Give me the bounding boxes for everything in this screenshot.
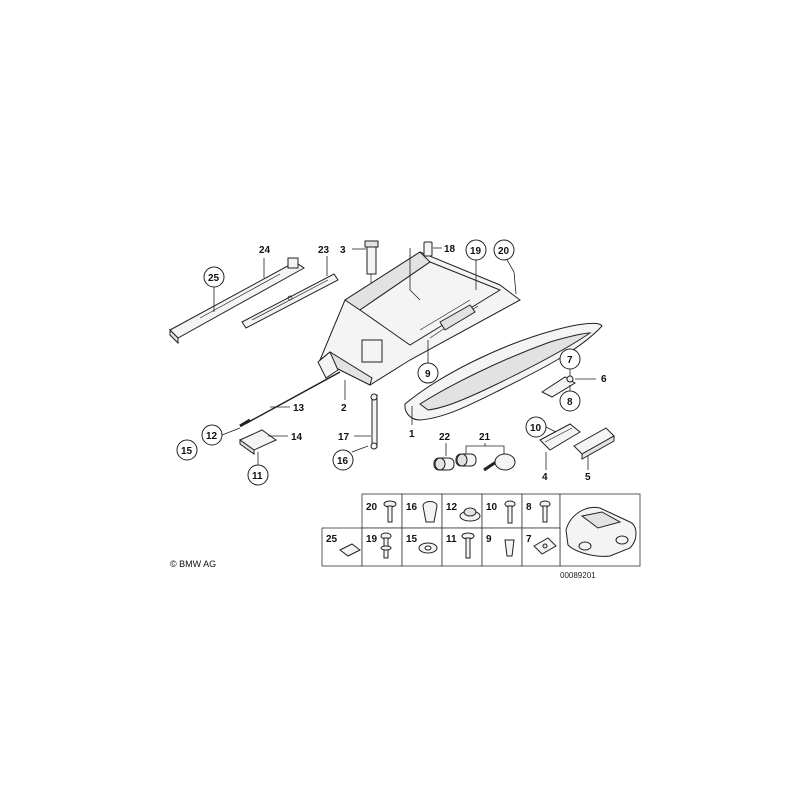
- callout-15: 15: [181, 446, 193, 457]
- callout-23: 23: [318, 245, 330, 256]
- callout-3: 3: [340, 245, 346, 256]
- drawing-number: 00089201: [560, 571, 596, 580]
- part-strip-23: [241, 273, 339, 329]
- callout-7: 7: [567, 355, 573, 366]
- callout-circle-15: [176, 439, 198, 461]
- part-strut-17: [370, 393, 378, 450]
- grommet-12: [459, 507, 481, 522]
- callout-16: 16: [337, 456, 349, 467]
- callout-24: 24: [259, 245, 271, 256]
- car-thumbnail-icon: [565, 506, 637, 557]
- screw-10: [504, 500, 516, 524]
- leader-21: [465, 445, 505, 454]
- callout-circle-25: [203, 266, 225, 288]
- part-lock-4: [539, 423, 581, 451]
- clip-nut-7: [533, 537, 557, 555]
- part-lock-cylinder-21: [455, 453, 477, 467]
- callout-circle-8: [559, 390, 581, 412]
- leader-16: [351, 445, 369, 453]
- callout-19: 19: [470, 246, 482, 257]
- callout-22: 22: [439, 432, 451, 443]
- callout-circle-20: [493, 239, 515, 261]
- callout-14: 14: [291, 432, 303, 443]
- callout-circle-7: [559, 348, 581, 370]
- bumper-9: [504, 539, 515, 557]
- callout-4: 4: [542, 472, 548, 483]
- callout-6: 6: [601, 374, 607, 385]
- callout-1: 1: [409, 429, 415, 440]
- callout-18: 18: [444, 244, 456, 255]
- hw-label-25: 25: [326, 534, 338, 545]
- part-clip-14: [239, 429, 277, 455]
- callout-circle-16: [332, 449, 354, 471]
- hw-label-8: 8: [526, 502, 532, 513]
- hw-label-19: 19: [366, 534, 378, 545]
- washer-15: [418, 542, 438, 554]
- copyright: © BMW AG: [170, 559, 216, 569]
- screw-8: [539, 500, 551, 523]
- callout-12: 12: [206, 431, 218, 442]
- part-strip-24: [169, 257, 305, 345]
- callout-25: 25: [208, 273, 220, 284]
- part-lock-cylinder-22: [433, 457, 455, 471]
- clip-25: [339, 543, 361, 557]
- callout-circle-11: [247, 464, 269, 486]
- part-latch-6: [540, 375, 576, 398]
- screw-20: [383, 500, 397, 523]
- hw-cell-11: [441, 527, 483, 567]
- hw-label-16: 16: [406, 502, 418, 513]
- part-clip-18: [423, 241, 433, 257]
- callout-11: 11: [252, 471, 263, 482]
- hw-label-20: 20: [366, 502, 378, 513]
- callout-5: 5: [585, 472, 591, 483]
- hardware-table: 20 16 12 10 8 25 19 15 11 9 7: [321, 493, 641, 567]
- part-rod-13: [239, 371, 341, 428]
- part-key-21: [483, 453, 516, 472]
- callout-20: 20: [498, 246, 510, 257]
- callout-circle-19: [465, 239, 487, 261]
- screw-11: [461, 532, 475, 559]
- leader-12: [221, 427, 241, 436]
- callout-circle-9: [417, 362, 439, 384]
- hw-label-9: 9: [486, 534, 492, 545]
- hw-label-12: 12: [446, 502, 458, 513]
- part-glovebox-lid-1: [404, 322, 603, 421]
- callout-9: 9: [425, 369, 431, 380]
- callout-2: 2: [341, 403, 347, 414]
- hw-cell-10: [481, 493, 523, 529]
- clip-16: [422, 501, 438, 523]
- hw-label-7: 7: [526, 534, 532, 545]
- hw-label-15: 15: [406, 534, 418, 545]
- leader-10: [545, 426, 557, 433]
- hw-cell-20: [361, 493, 403, 529]
- callout-17: 17: [338, 432, 350, 443]
- callout-8: 8: [567, 397, 573, 408]
- part-lock-5: [573, 427, 615, 460]
- callout-21: 21: [479, 432, 491, 443]
- hw-label-11: 11: [446, 534, 457, 545]
- callout-13: 13: [293, 403, 305, 414]
- leader-20: [505, 257, 517, 295]
- part-glovebox-housing-2: [317, 251, 521, 386]
- callout-10: 10: [530, 423, 542, 434]
- screw-19: [380, 532, 392, 559]
- hw-label-10: 10: [486, 502, 498, 513]
- leader-18-housing: [409, 248, 421, 301]
